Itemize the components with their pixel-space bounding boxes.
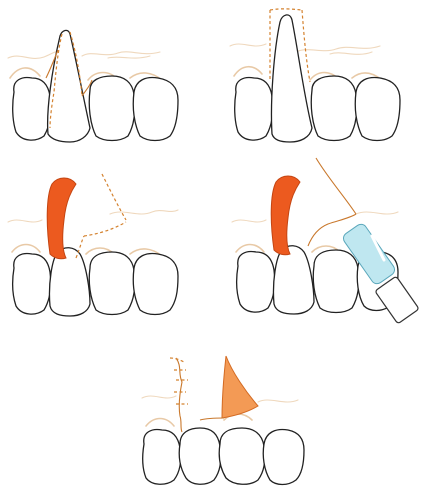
gingiva-line: [8, 51, 160, 58]
tooth-lateral-incisor-right: [263, 430, 304, 485]
sutured-flap-outline: [176, 358, 182, 432]
connective-tissue-graft: [222, 356, 258, 418]
tooth-lateral-incisor-left: [143, 430, 181, 485]
tooth-lateral-incisor-right: [355, 78, 400, 141]
incision-line-top: [270, 9, 302, 10]
tooth-lateral-incisor-left: [235, 78, 273, 141]
tooth-lateral-incisor-right: [133, 254, 178, 315]
tooth-lateral-incisor-left: [13, 254, 51, 315]
tooth-central-incisor-right: [89, 76, 135, 141]
gingival-margin: [146, 414, 252, 426]
tooth-central-incisor: [179, 428, 221, 484]
reflected-flap: [47, 178, 76, 259]
gingiva-line: [8, 210, 178, 222]
panel-step-1: [8, 30, 178, 142]
panel-step-3: [8, 174, 178, 316]
panel-step-4: [232, 158, 419, 324]
reflected-flap: [271, 176, 300, 255]
tooth-central-incisor-right: [89, 252, 135, 315]
tooth-central-incisor-elongated: [48, 30, 90, 142]
gingiva-line: [142, 396, 298, 402]
tooth-lateral-incisor-left: [237, 252, 275, 313]
incision-line-horizontal: [84, 222, 126, 236]
tooth-central-incisor-right: [313, 250, 359, 313]
gingiva-line: [232, 212, 398, 222]
panel-step-2: [230, 9, 400, 142]
panel-step-5: [142, 356, 304, 485]
tooth-central-incisor: [273, 246, 314, 314]
graft-margin: [200, 418, 224, 420]
tooth-lateral-incisor-left: [13, 78, 51, 141]
tooth-central-incisor-right: [219, 428, 265, 484]
tooth-central-incisor-elongated: [271, 15, 312, 142]
tooth-central-incisor-right: [311, 76, 357, 141]
tooth-lateral-incisor-right: [133, 78, 178, 141]
incision-line-vertical-right: [302, 10, 310, 82]
